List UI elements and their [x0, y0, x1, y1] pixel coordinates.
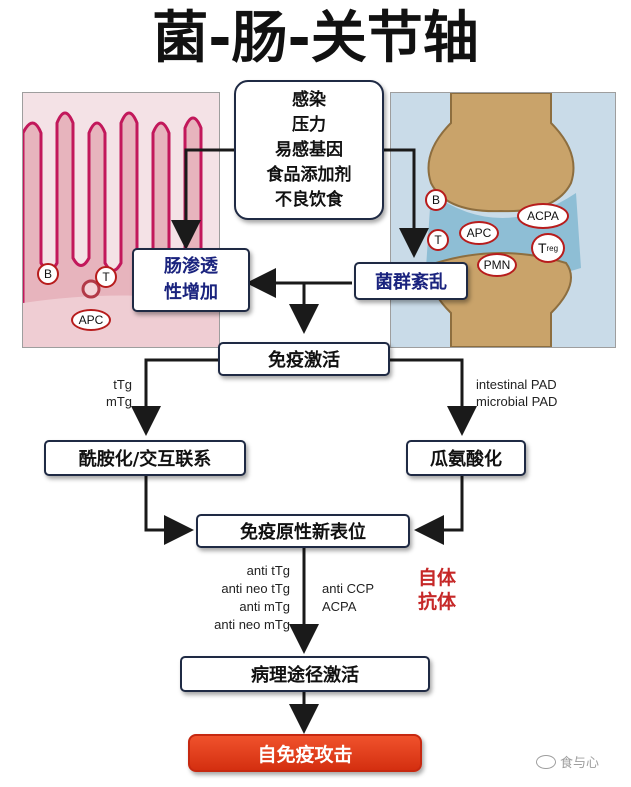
marker-microbial-pad: microbial PAD [476, 394, 558, 409]
autoantibody-line1: 自体 [417, 567, 456, 589]
triggers-box: 感染 压力 易感基因 食品添加剂 不良饮食 [234, 80, 384, 220]
immune-activation-box: 免疫激活 [218, 342, 390, 376]
antibody-anti-mtg: anti mTg [239, 599, 290, 614]
t-cell-gut: T [95, 266, 117, 288]
page-title: 菌-肠-关节轴 [152, 6, 479, 71]
antibody-anti-ccp: anti CCP [322, 581, 375, 596]
watermark: 食与心 [536, 752, 599, 771]
gut-permeability-box: 肠渗透 性增加 [132, 248, 250, 312]
trigger-food-additives: 食品添加剂 [266, 164, 352, 185]
antibody-acpa: ACPA [322, 599, 357, 614]
autoantibody-line2: 抗体 [417, 591, 456, 613]
antibodies-right: anti CCP ACPA [322, 580, 412, 616]
pathway-activation-box: 病理途径激活 [180, 656, 430, 692]
neoepitope-box: 免疫原性新表位 [196, 514, 410, 548]
antibody-anti-ttg: anti tTg [246, 563, 290, 578]
autoimmune-attack-box: 自免疫攻击 [188, 734, 422, 772]
trigger-stress: 压力 [292, 114, 326, 135]
dysbiosis-box: 菌群紊乱 [354, 262, 468, 300]
marker-mtg: mTg [106, 394, 132, 409]
joint-drawing [391, 93, 615, 347]
antibodies-left: anti tTg anti neo tTg anti mTg anti neo … [176, 562, 290, 634]
wechat-icon [536, 754, 556, 769]
right-markers: intestinal PAD microbial PAD [476, 376, 596, 410]
marker-intestinal-pad: intestinal PAD [476, 377, 557, 392]
apc-cell-joint: APC [459, 221, 499, 245]
autoantibody-label: 自体 抗体 [412, 566, 462, 614]
treg-sub-label: reg [546, 243, 559, 253]
b-cell-gut: B [37, 263, 59, 285]
citrullination-box: 瓜氨酸化 [406, 440, 526, 476]
amidation-crosslink-box: 酰胺化/交互联系 [44, 440, 246, 476]
pmn-cell-joint: PMN [477, 253, 517, 277]
gut-permeability-line2: 性增加 [164, 282, 218, 303]
watermark-text: 食与心 [560, 756, 600, 771]
trigger-poor-diet: 不良饮食 [275, 189, 343, 210]
antibody-anti-neo-ttg: anti neo tTg [221, 581, 290, 596]
left-markers: tTg mTg [92, 376, 132, 410]
acpa-cell-joint: ACPA [517, 203, 569, 229]
treg-t-label: T [537, 240, 547, 256]
trigger-infection: 感染 [292, 89, 326, 110]
gut-permeability-line1: 肠渗透 [164, 256, 218, 277]
antibody-anti-neo-mtg: anti neo mTg [214, 617, 290, 632]
marker-ttg: tTg [113, 377, 132, 392]
trigger-genes: 易感基因 [275, 139, 343, 160]
b-cell-joint: B [425, 189, 447, 211]
apc-cell-gut: APC [71, 309, 111, 331]
